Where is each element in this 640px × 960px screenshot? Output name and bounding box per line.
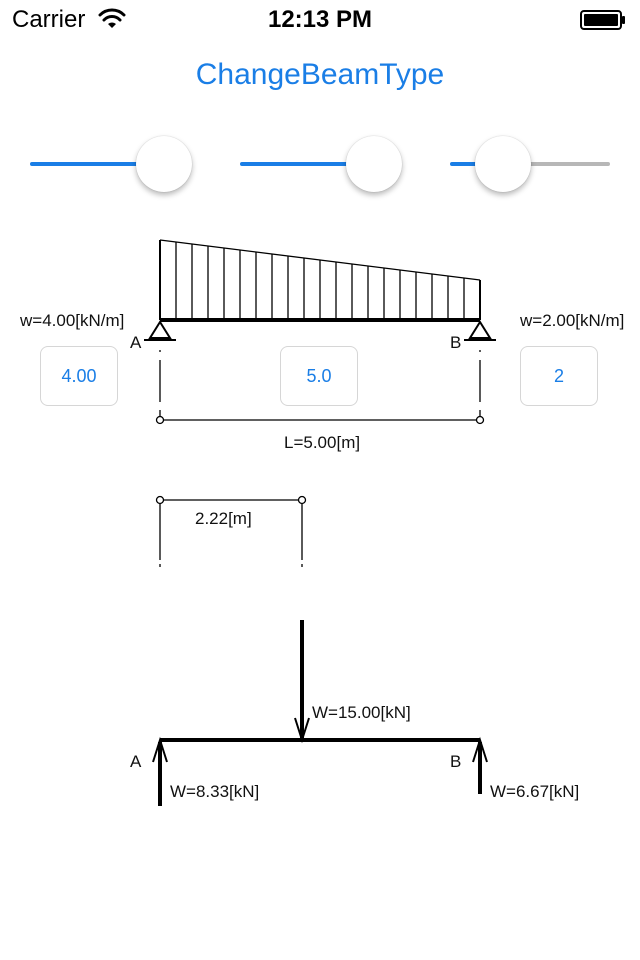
right-load-slider[interactable]: [450, 134, 610, 194]
span-length-label: L=5.00[m]: [284, 433, 361, 452]
left-load-input[interactable]: [40, 346, 118, 406]
support-a-label: A: [130, 333, 142, 352]
support-a-icon: [144, 320, 176, 341]
support-b-label: B: [450, 333, 462, 352]
status-bar: Carrier 12:13 PM: [0, 0, 640, 40]
slider-thumb[interactable]: [136, 136, 192, 192]
reaction-b-label: W=6.67[kN]: [490, 782, 580, 801]
left-load-label: w=4.00[kN/m]: [20, 311, 125, 330]
change-beam-type-button[interactable]: ChangeBeamType: [0, 58, 640, 92]
span-dimension: [155, 350, 485, 425]
left-load-slider[interactable]: [30, 134, 192, 194]
battery-icon: [580, 10, 625, 30]
centroid-dimension: [155, 495, 307, 567]
slider-thumb[interactable]: [346, 136, 402, 192]
slider-fill: [30, 162, 164, 166]
clock: 12:13 PM: [267, 6, 373, 33]
reaction-a-support-label: A: [130, 752, 142, 771]
wifi-icon: [98, 8, 126, 28]
right-load-label: w=2.00[kN/m]: [520, 311, 625, 330]
reaction-b-support-label: B: [450, 752, 462, 771]
reaction-a-label: W=8.33[kN]: [170, 782, 260, 801]
slider-fill: [240, 162, 374, 166]
right-load-input[interactable]: [520, 346, 598, 406]
total-load-label: W=15.00[kN]: [312, 703, 411, 722]
distributed-load: [159, 239, 481, 320]
support-b-icon: [464, 320, 496, 341]
span-input[interactable]: [280, 346, 358, 406]
reaction-b-arrow: [472, 736, 488, 794]
span-slider[interactable]: [240, 134, 402, 194]
reaction-a-arrow: [152, 736, 168, 806]
centroid-distance-label: 2.22[m]: [195, 509, 252, 528]
slider-thumb[interactable]: [475, 136, 531, 192]
total-load-arrow: [294, 620, 310, 744]
carrier-label: Carrier: [12, 6, 86, 33]
slider-track: [503, 162, 610, 166]
